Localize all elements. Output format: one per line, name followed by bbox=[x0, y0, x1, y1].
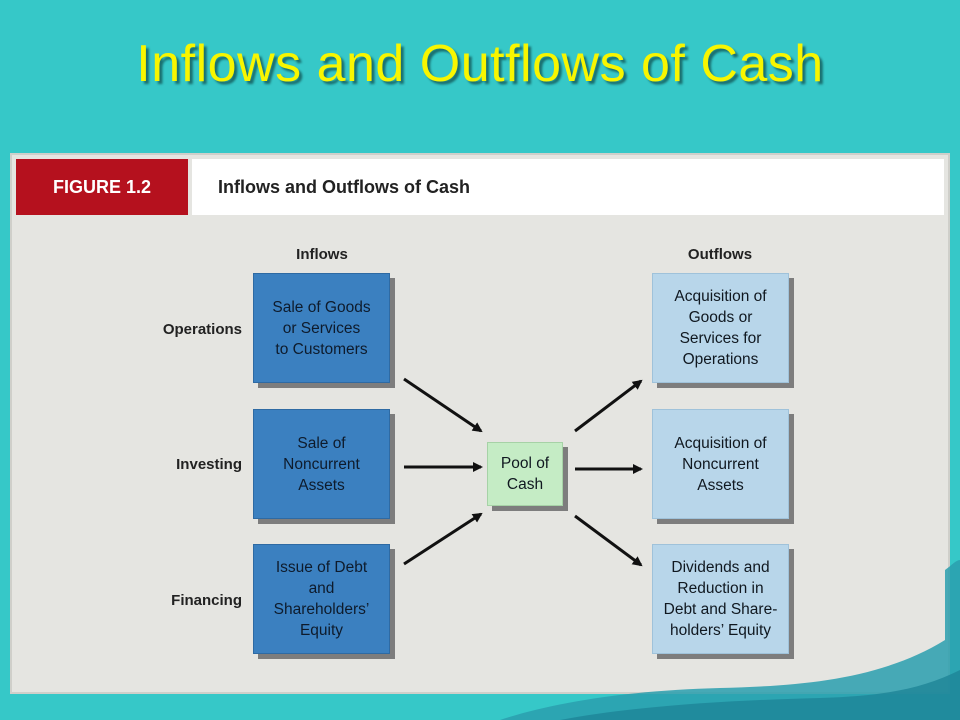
arrow-operations-to-pool bbox=[403, 377, 483, 433]
inflow-box-financing: Issue of Debt and Shareholders’ Equity bbox=[253, 544, 390, 654]
row-label-investing: Investing bbox=[176, 456, 242, 473]
inflow-box-operations: Sale of Goods or Services to Customers bbox=[253, 273, 390, 383]
figure-title: Inflows and Outflows of Cash bbox=[192, 159, 944, 215]
outflow-box-operations: Acquisition of Goods or Services for Ope… bbox=[652, 273, 789, 383]
figure-header: FIGURE 1.2 Inflows and Outflows of Cash bbox=[16, 159, 944, 215]
flow-arrows bbox=[403, 377, 643, 567]
inflows-heading: Inflows bbox=[296, 246, 348, 263]
row-label-operations: Operations bbox=[162, 321, 242, 338]
row-label-financing: Financing bbox=[171, 592, 242, 609]
pool-of-cash-box: Pool of Cash bbox=[487, 442, 563, 506]
outflows-heading: Outflows bbox=[687, 246, 753, 263]
figure-panel: FIGURE 1.2 Inflows and Outflows of Cash … bbox=[10, 153, 950, 694]
arrow-financing-to-pool bbox=[403, 512, 483, 566]
outflow-box-investing: Acquisition of Noncurrent Assets bbox=[652, 409, 789, 519]
slide-title: Inflows and Outflows of Cash bbox=[136, 35, 824, 93]
arrow-pool-to-operations bbox=[574, 379, 643, 433]
arrow-pool-to-financing bbox=[574, 514, 643, 567]
figure-number: FIGURE 1.2 bbox=[16, 159, 188, 215]
inflow-box-investing: Sale of Noncurrent Assets bbox=[253, 409, 390, 519]
